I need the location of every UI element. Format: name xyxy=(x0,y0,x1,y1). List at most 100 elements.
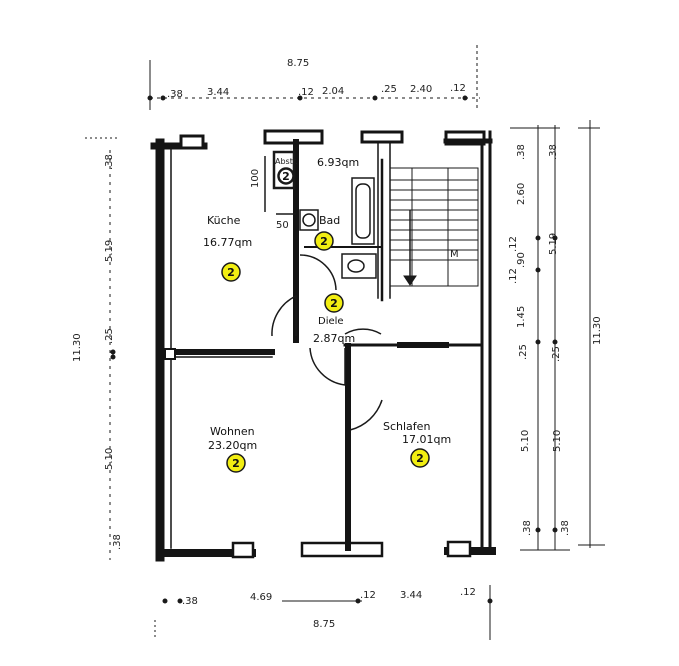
room-diele-area: 2.87qm xyxy=(313,332,355,345)
room-kueche-area: 16.77qm xyxy=(203,236,252,249)
dim-right-b2: 5.19 xyxy=(548,233,559,255)
door-bad xyxy=(299,254,337,291)
dim-right-b-dot-1 xyxy=(552,235,558,241)
dim-right-a-dot-4 xyxy=(535,527,541,533)
marker-kueche: 2 xyxy=(221,262,241,282)
dim-top-dot-2 xyxy=(160,95,166,101)
marker-wohnen-label: 2 xyxy=(232,457,240,470)
room-wohnen-name: Wohnen xyxy=(210,425,255,438)
dim-right-a3: .12 xyxy=(508,236,519,252)
stair-arrow-head xyxy=(403,275,417,286)
dim-left-d4: 5.10 xyxy=(104,448,115,470)
room-bad-dim-50: 50 xyxy=(276,220,289,231)
marker-diele-label: 2 xyxy=(330,297,338,310)
doors xyxy=(271,254,383,431)
bathroom-fixtures xyxy=(264,150,377,279)
room-diele-name: Diele xyxy=(318,316,344,327)
dim-right-total: 11.30 xyxy=(592,316,603,345)
staircase xyxy=(389,167,479,287)
dim-left-dot-2 xyxy=(110,354,116,360)
marker-bath-door: 2 xyxy=(314,231,334,251)
dim-right-b-dot-2 xyxy=(552,339,558,345)
chimney-box xyxy=(272,150,296,190)
chimney-circle xyxy=(277,167,295,185)
top-dimensions: 8.75 .38 3.44 .12 2.04 .25 2.40 .12 xyxy=(167,58,466,100)
sink-bowl xyxy=(302,213,316,227)
dim-bottom-dot-3 xyxy=(355,598,361,604)
dim-right-a1: .38 xyxy=(516,144,527,160)
dim-right-a9: .38 xyxy=(522,520,533,536)
dim-right-b-dot-3 xyxy=(552,527,558,533)
door-wohnen xyxy=(309,347,346,386)
dim-right-b3: .25 xyxy=(551,346,562,362)
dim-right-a2: 2.60 xyxy=(516,183,527,205)
dim-top-d4: 2.04 xyxy=(322,86,344,97)
toilet-bowl xyxy=(347,259,365,273)
dim-right-b5: .38 xyxy=(560,520,571,536)
toilet-box xyxy=(341,253,377,279)
sink xyxy=(299,209,319,231)
wall-bottom-right-cap xyxy=(446,540,472,558)
dim-bottom-dot-2 xyxy=(177,598,183,604)
room-schlafen-area: 17.01qm xyxy=(402,433,451,446)
marker-bad-label: 2 xyxy=(282,170,290,183)
dim-bottom-d3: .12 xyxy=(360,590,376,601)
dim-top-dot-5 xyxy=(462,95,468,101)
dim-top-d3: .12 xyxy=(298,87,314,98)
markers: 2 2 2 2 2 2 xyxy=(221,168,430,473)
dim-right-b1: .38 xyxy=(548,144,559,160)
bottom-dimensions: .38 4.69 .12 3.44 .12 8.75 xyxy=(182,587,476,630)
dim-top-d5: .25 xyxy=(381,84,397,95)
wall-mid-left-cap xyxy=(164,348,176,360)
dim-bottom-d4: 3.44 xyxy=(400,590,422,601)
dim-right-a5: .12 xyxy=(508,268,519,284)
dim-right-a-dot-1 xyxy=(535,235,541,241)
dim-top-d7: .12 xyxy=(450,83,466,94)
marker-bath-door-label: 2 xyxy=(320,235,328,248)
window-bottom xyxy=(300,541,384,558)
dim-bottom-d2: 4.69 xyxy=(250,592,272,603)
dim-right-a-dot-3 xyxy=(535,339,541,345)
marker-schlafen-label: 2 xyxy=(416,452,424,465)
marker-schlafen: 2 xyxy=(410,448,430,468)
room-bad-name: Bad xyxy=(319,214,340,227)
room-kueche-name: Küche xyxy=(207,214,241,227)
dim-top-d2: 3.44 xyxy=(207,87,229,98)
bathtub xyxy=(351,177,375,245)
marker-kueche-label: 2 xyxy=(227,266,235,279)
dim-left-d5: .38 xyxy=(112,534,123,550)
left-dimensions: .38 5.19 11.30 .25 5.10 .38 xyxy=(72,154,123,550)
dim-right-a7: .25 xyxy=(518,344,529,360)
wall-top-left-cap xyxy=(179,134,205,150)
marker-bad: 2 xyxy=(278,168,294,184)
dim-top-total: 8.75 xyxy=(287,58,309,69)
stair-outline xyxy=(389,167,479,287)
stair-label: M xyxy=(450,249,459,260)
room-bad-abstr: Abstr. xyxy=(275,157,298,166)
dim-top-dot-3 xyxy=(297,95,303,101)
marker-wohnen: 2 xyxy=(226,453,246,473)
room-schlafen-name: Schlafen xyxy=(383,420,430,433)
dim-bottom-total: 8.75 xyxy=(313,619,335,630)
dim-top-dot-1 xyxy=(147,95,153,101)
wall-bottom-left-cap xyxy=(231,541,255,559)
dim-right-a6: 1.45 xyxy=(516,306,527,328)
dim-bottom-d1: .38 xyxy=(182,596,198,607)
bathtub-inner xyxy=(355,183,371,239)
right-dimensions: .38 2.60 .12 .90 .12 1.45 .25 5.10 .38 .… xyxy=(508,144,603,536)
dim-bottom-d5: .12 xyxy=(460,587,476,598)
marker-diele: 2 xyxy=(324,293,344,313)
dim-bottom-dot-1 xyxy=(162,598,168,604)
dim-right-b4: 5.10 xyxy=(552,430,563,452)
room-bad-area: 6.93qm xyxy=(317,156,359,169)
dimension-lines xyxy=(85,45,605,640)
dim-left-d2: 5.19 xyxy=(104,240,115,262)
dim-top-d1: .38 xyxy=(167,89,183,100)
dim-top-d6: 2.40 xyxy=(410,84,432,95)
dim-right-a8: 5.10 xyxy=(520,430,531,452)
door-diele xyxy=(344,328,382,335)
dim-left-d1: .38 xyxy=(104,154,115,170)
dim-right-a-dot-2 xyxy=(535,267,541,273)
dim-left-dot-1 xyxy=(110,349,116,355)
